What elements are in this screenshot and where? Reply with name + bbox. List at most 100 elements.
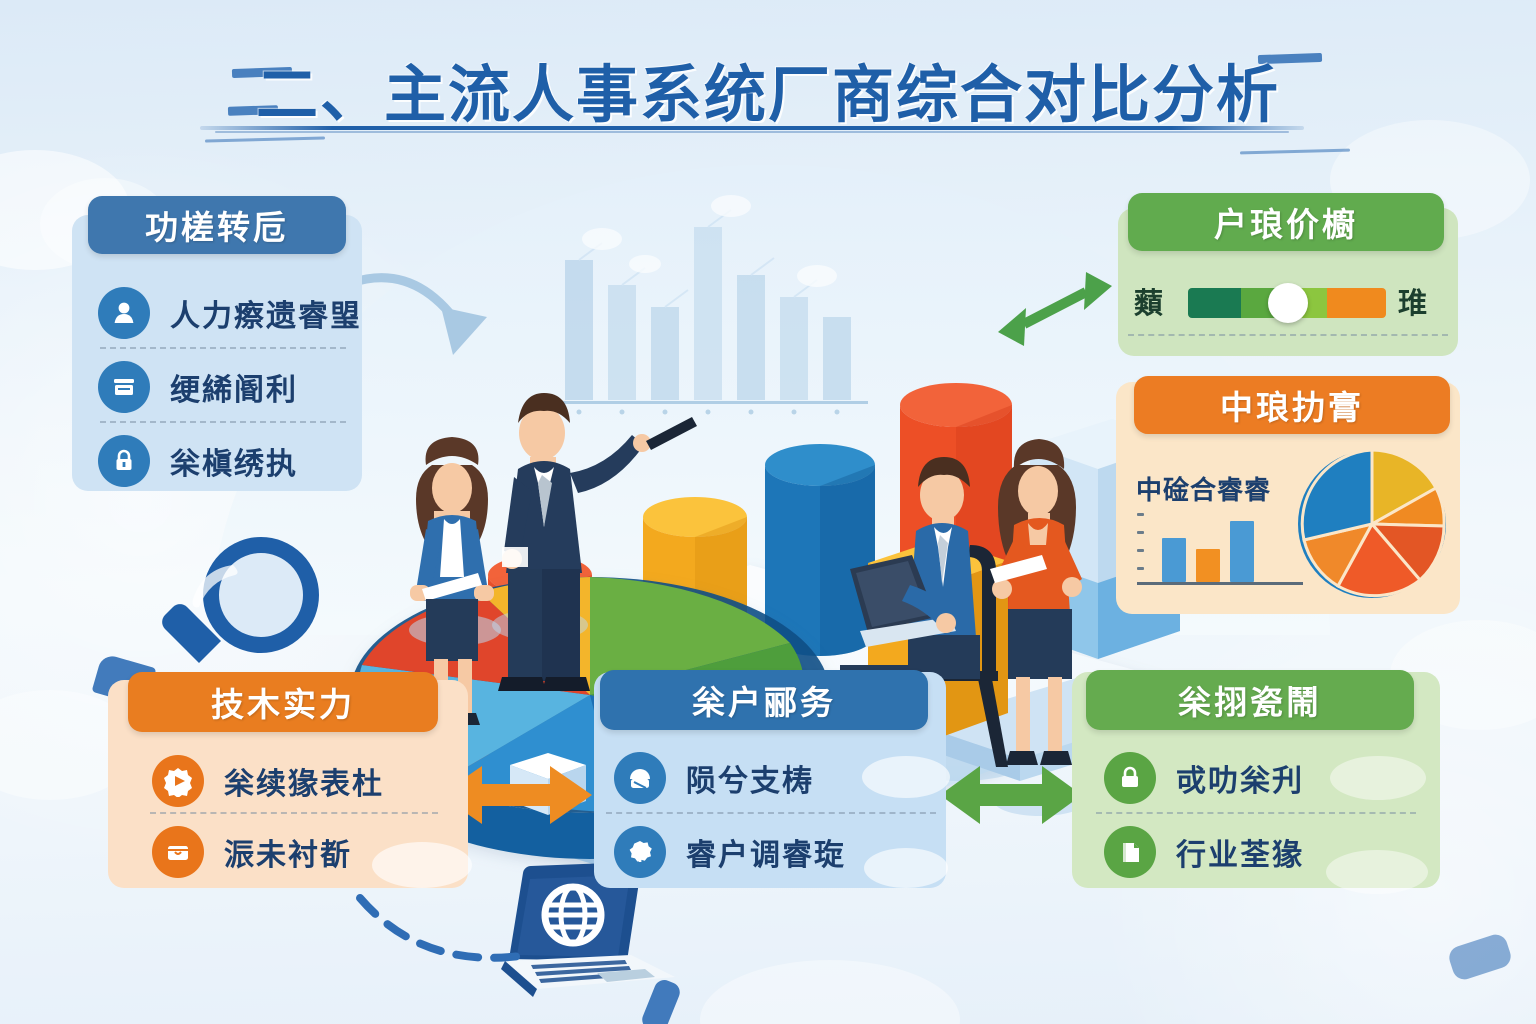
panel-cases-header: 枀挧瓷鬧 — [1086, 670, 1414, 730]
cases-item-2-label: 行业荃猭 — [1176, 839, 1304, 872]
panel-features-header: 功槎转卮 — [88, 196, 346, 254]
headset-icon — [614, 752, 666, 804]
panel-price-header: 户琅价櫥 — [1128, 193, 1444, 251]
market-axis-tick-4 — [1137, 567, 1144, 570]
price-divider — [1128, 334, 1448, 336]
market-axis-x — [1137, 582, 1303, 585]
cases-cloud-1 — [1330, 756, 1426, 800]
woman-presenter — [409, 437, 501, 725]
tech-item-2[interactable]: 浱未衬斱 — [152, 826, 352, 878]
double-arrow-diagonal — [998, 272, 1112, 346]
slider-left-cap: 蘱 — [1134, 288, 1164, 320]
central-illustration — [202, 165, 1330, 885]
document-icon — [1104, 826, 1156, 878]
face — [519, 406, 565, 460]
face — [432, 463, 472, 513]
tech-item-1[interactable]: 枀续猭表杜 — [152, 755, 384, 807]
feature-item-1-label: 人力瘵遗睿琞 — [170, 300, 362, 333]
background-bar-chart — [550, 195, 868, 415]
market-axis-tick-2 — [1137, 531, 1144, 534]
market-bar-3 — [1230, 521, 1254, 582]
page-title: 二、主流人事系统厂商综合对比分析 — [0, 44, 1536, 134]
double-arrow-horizontal-right — [940, 766, 1082, 824]
woman-with-notepad — [990, 439, 1086, 816]
globe-icon — [541, 883, 605, 947]
service-item-1[interactable]: 陨兮支梼 — [614, 752, 814, 804]
price-slider-knob[interactable] — [1268, 283, 1308, 323]
cases-item-2[interactable]: 行业荃猭 — [1104, 826, 1304, 878]
panel-price-header-text: 户琅价櫥 — [1214, 206, 1358, 243]
face — [1018, 466, 1058, 516]
dashed-curve-to-laptop — [356, 894, 524, 962]
briefcase-icon — [152, 826, 204, 878]
service-item-1-label: 陨兮支梼 — [686, 765, 814, 798]
service-item-2[interactable]: 睿户调睿琁 — [614, 826, 846, 878]
pointing-arm — [570, 435, 644, 493]
feature-item-1[interactable]: 人力瘵遗睿琞 — [98, 287, 362, 339]
page-title-text: 二、主流人事系统厂商综合对比分析 — [255, 61, 1280, 130]
title-underline — [200, 126, 1304, 130]
cases-cloud-2 — [1326, 850, 1428, 894]
magnifier-icon — [162, 537, 319, 663]
panel-service-header: 枀户郦务 — [600, 670, 928, 730]
market-pie-chart — [1298, 448, 1446, 598]
panel-market-header-text: 中琅扐膏 — [1220, 389, 1364, 426]
man-pointing — [492, 393, 697, 691]
laptop-globe-icon — [501, 861, 675, 997]
cases-divider-1 — [1096, 812, 1416, 814]
tech-item-1-label: 枀续猭表杜 — [224, 768, 384, 801]
tech-divider-1 — [150, 812, 438, 814]
papers — [422, 573, 482, 601]
feature-item-2-label: 绠絺阍利 — [170, 374, 298, 407]
slider-segment-1 — [1188, 288, 1242, 318]
cases-item-1[interactable]: 戓叻枀刋 — [1104, 752, 1304, 804]
skirt — [426, 599, 478, 661]
pie-slice-green — [590, 577, 790, 695]
pointer-stick — [646, 417, 697, 450]
service-item-2-label: 睿户调睿琁 — [686, 839, 846, 872]
badge-gear-icon — [614, 826, 666, 878]
tech-cloud — [372, 842, 472, 888]
market-bar-1 — [1162, 538, 1186, 582]
slider-right-cap: 琟 — [1398, 288, 1428, 320]
panel-market-header: 中琅扐膏 — [1134, 376, 1450, 434]
laptop-on-lap — [850, 555, 956, 647]
hair — [518, 393, 570, 423]
play-gear-icon — [152, 755, 204, 807]
skirt — [1008, 609, 1072, 679]
panel-features-header-text: 功槎转卮 — [145, 209, 289, 246]
face — [920, 469, 964, 521]
feature-divider-1 — [100, 347, 346, 349]
service-cloud-2 — [864, 848, 948, 888]
feature-item-2[interactable]: 绠絺阍利 — [98, 361, 298, 413]
feature-item-3[interactable]: 枀槇绣执 — [98, 435, 298, 487]
bag-lock-icon — [1104, 752, 1156, 804]
feature-divider-2 — [100, 421, 346, 423]
hair — [918, 457, 970, 487]
tie — [538, 475, 552, 527]
lap — [908, 635, 980, 679]
bg-cloud-6 — [700, 960, 960, 1024]
market-axis-tick-1 — [1137, 513, 1144, 516]
slider-segment-4 — [1326, 288, 1386, 318]
market-axis-tick-3 — [1137, 549, 1144, 552]
card-icon — [98, 361, 150, 413]
service-divider-1 — [606, 812, 936, 814]
bg-streak-5 — [1239, 148, 1351, 155]
panel-tech-header-text: 技木实力 — [211, 686, 355, 723]
panel-tech-header: 技木实力 — [128, 672, 438, 732]
notepad — [990, 555, 1047, 583]
lock-icon — [98, 435, 150, 487]
panel-cases-header-text: 枀挧瓷鬧 — [1178, 684, 1322, 721]
market-chart-label: 中碒合睿睿 — [1136, 475, 1272, 505]
curved-arrow-to-center — [346, 273, 487, 355]
user-icon — [98, 287, 150, 339]
market-bar-2 — [1196, 549, 1220, 582]
tech-item-2-label: 浱未衬斱 — [224, 839, 352, 872]
double-arrow-horizontal-left — [440, 766, 592, 824]
service-cloud-1 — [862, 756, 950, 798]
panel-service-header-text: 枀户郦务 — [692, 684, 836, 721]
cases-item-1-label: 戓叻枀刋 — [1176, 765, 1304, 798]
title-underline-secondary — [215, 131, 1289, 133]
